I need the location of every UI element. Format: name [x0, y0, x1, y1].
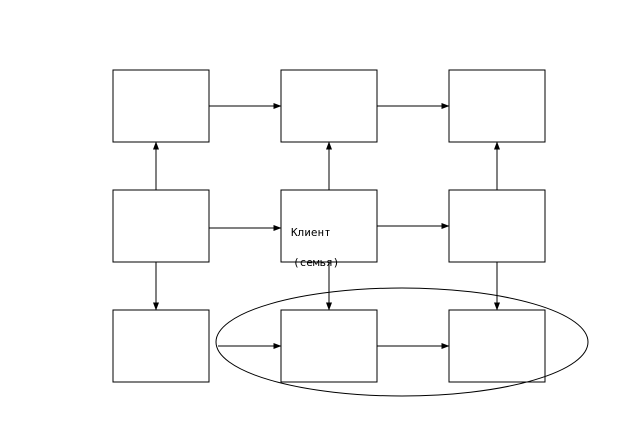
box-bottom-center — [280, 309, 378, 383]
box-bottom-left — [112, 309, 210, 383]
client-label-line1: Клиент — [291, 226, 331, 239]
box-top-center — [280, 69, 378, 143]
box-bottom-right — [448, 309, 546, 383]
grouping-ellipse — [215, 287, 589, 397]
box-middle-right — [448, 189, 546, 263]
client-label-line2: (семья) — [293, 256, 339, 269]
box-top-right — [448, 69, 546, 143]
box-top-left — [112, 69, 210, 143]
box-middle-left — [112, 189, 210, 263]
box-client-center — [280, 189, 378, 263]
